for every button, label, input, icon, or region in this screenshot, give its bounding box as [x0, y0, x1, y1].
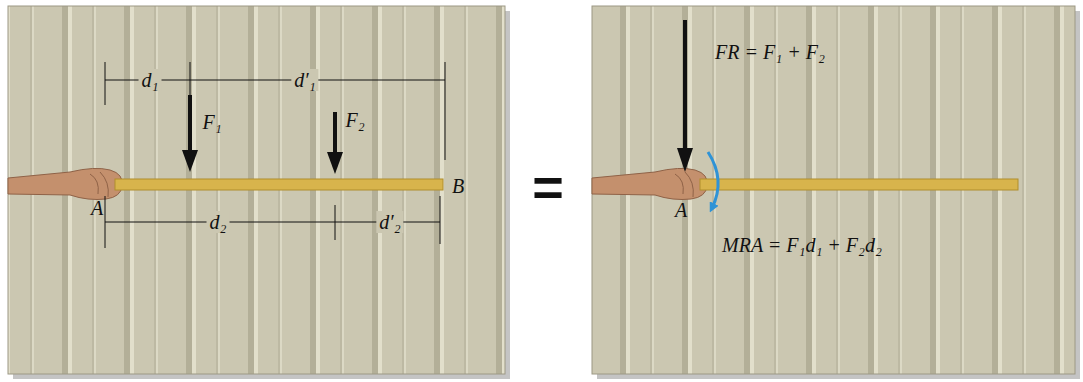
left-photo — [8, 6, 510, 379]
resultant-label: FR = F₁ + F₂ — [712, 41, 828, 63]
dimension-label: d′₂ — [376, 211, 403, 233]
force-label: F₂ — [342, 109, 367, 131]
dimension-label: d₁ — [139, 69, 162, 91]
dimension-label: d₂ — [207, 211, 230, 233]
moment-label: MRA = F₁d₁ + F₂d₂ — [719, 234, 885, 256]
equals-sign: = — [529, 158, 567, 217]
point-label: A — [88, 197, 106, 219]
force-label: F₁ — [199, 111, 224, 133]
point-label: A — [672, 199, 690, 221]
dimension-label: d′₁ — [291, 69, 318, 91]
right-photo — [592, 6, 1080, 379]
point-label: B — [449, 175, 467, 197]
